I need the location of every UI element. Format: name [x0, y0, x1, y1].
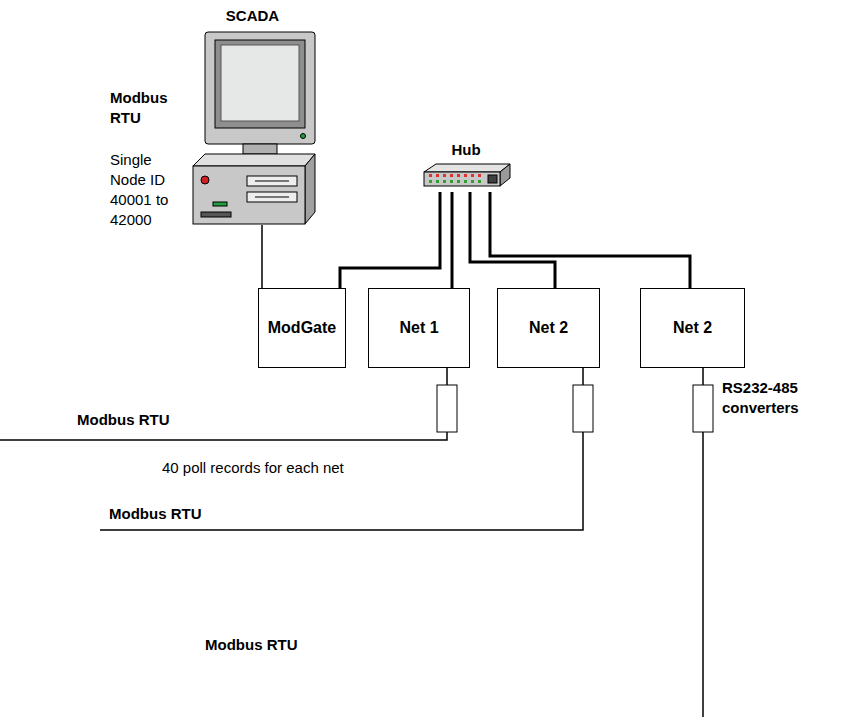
icon-caption: Hub	[420, 140, 512, 160]
box-title: ModGate	[268, 318, 336, 338]
computer-icon	[185, 30, 320, 225]
hub-led	[443, 180, 446, 183]
hub-led	[450, 174, 453, 177]
case-side	[305, 154, 315, 224]
hub-icon	[420, 160, 512, 192]
hub-led	[464, 174, 467, 177]
protocol-label: Modbus RTU	[109, 504, 201, 524]
network-box: Net 1	[368, 288, 470, 368]
note-label: 40 poll records for each net	[162, 458, 344, 478]
gateway-box: ModGate	[258, 288, 346, 368]
power-led	[301, 134, 306, 139]
converter-box	[573, 385, 593, 432]
hub-side	[500, 164, 510, 186]
monitor-case	[205, 32, 315, 144]
hub-front	[424, 172, 500, 186]
hub-port	[488, 175, 497, 183]
hub-led	[478, 174, 481, 177]
converter-wire	[702, 368, 704, 385]
modbus-bus-line	[0, 432, 447, 440]
modbus-bus-line	[100, 432, 583, 530]
hub-led	[429, 174, 432, 177]
hub-led	[471, 180, 474, 183]
box-title: Net 1	[399, 318, 438, 338]
vent-slot	[201, 212, 231, 217]
converter-box	[693, 385, 713, 432]
protocol-label: Modbus RTU	[77, 410, 169, 430]
box-title: Net 2	[529, 318, 568, 338]
network-cable	[261, 225, 263, 288]
hub-led	[436, 180, 439, 183]
modbus-bus-line	[702, 432, 704, 717]
case-top	[193, 154, 315, 166]
power-button	[201, 176, 209, 184]
network-cable	[451, 192, 454, 288]
network-cable	[490, 192, 690, 288]
protocol-label: Modbus RTU	[110, 88, 180, 128]
drive-slot	[255, 181, 289, 182]
status-light	[213, 202, 227, 206]
hub-led	[471, 174, 474, 177]
converter-wire	[582, 368, 584, 385]
network-hub: Hub	[420, 140, 512, 192]
hub-top	[424, 164, 510, 172]
converter-box	[437, 385, 457, 432]
box-title: Net 2	[673, 318, 712, 338]
scada-computer: SCADA	[185, 6, 320, 225]
case-front	[193, 166, 305, 224]
network-box: Net 2	[640, 288, 745, 368]
monitor-screen	[221, 45, 299, 121]
hub-led	[457, 180, 460, 183]
protocol-label: Modbus RTU	[205, 635, 297, 655]
hub-led	[429, 180, 432, 183]
hub-led	[436, 174, 439, 177]
hub-led	[464, 180, 467, 183]
drive-bay	[247, 192, 297, 202]
note-label: Single Node ID 40001 to 42000	[110, 150, 182, 230]
converter-label: RS232-485 converters	[722, 378, 827, 418]
monitor-bezel	[215, 40, 305, 128]
hub-led	[443, 174, 446, 177]
icon-caption: SCADA	[185, 6, 320, 26]
drive-slot	[255, 197, 289, 198]
network-cable	[340, 192, 440, 288]
hub-led	[457, 174, 460, 177]
drive-bay	[247, 176, 297, 186]
hub-led	[450, 180, 453, 183]
monitor-stand	[243, 144, 277, 154]
network-box: Net 2	[497, 288, 600, 368]
hub-led	[478, 180, 481, 183]
network-cable	[470, 192, 555, 288]
converter-wire	[446, 368, 448, 385]
